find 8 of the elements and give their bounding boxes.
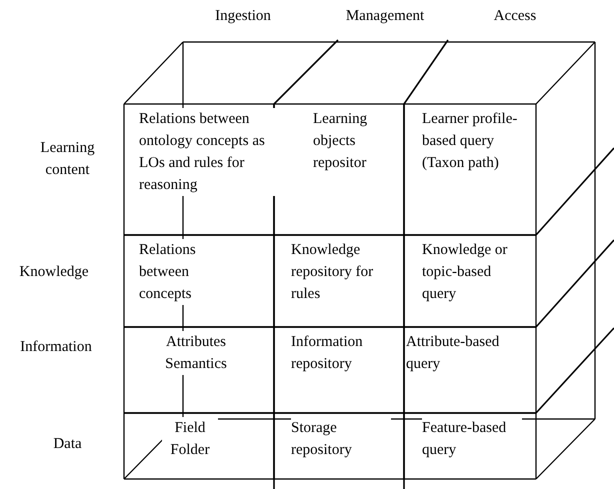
- row-heading: Data: [52, 435, 83, 454]
- cell-text: Relations between ontology concepts as LOs and rules for reasoning: [139, 108, 275, 196]
- row-heading: Learning content: [39, 139, 96, 180]
- column-heading: Access: [492, 7, 538, 26]
- column-heading: Management: [344, 7, 426, 26]
- row-heading: Knowledge: [18, 263, 90, 282]
- column-heading: Ingestion: [214, 7, 272, 26]
- row-heading: Information: [19, 338, 93, 357]
